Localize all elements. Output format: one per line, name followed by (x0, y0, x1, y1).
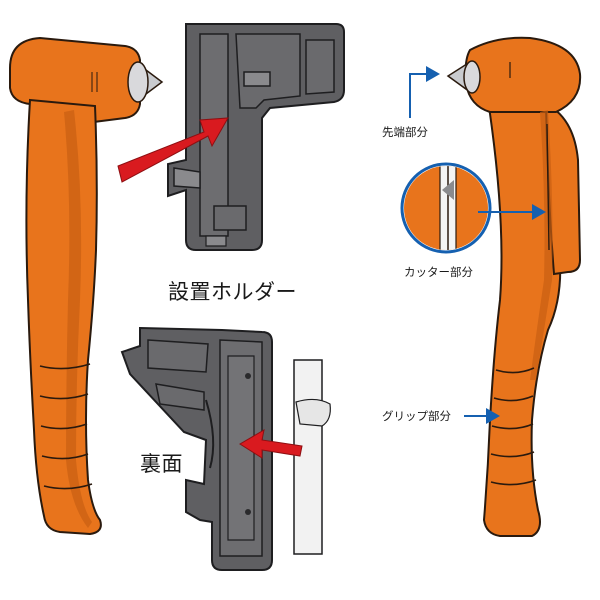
left-hammer-handle (25, 98, 102, 536)
cutter-label: カッター部分 (404, 265, 473, 279)
back-side-label: 裏面 (140, 452, 183, 476)
left-hammer-shade (64, 110, 92, 528)
callout-tip-line (409, 73, 428, 118)
callout-grip-arrowhead (486, 408, 500, 424)
cutter-zoom-callout (400, 162, 492, 254)
right-hammer-grip-ribs (490, 367, 537, 486)
blue-callout-arrows (409, 73, 536, 417)
callout-tip-arrowhead (426, 66, 440, 82)
adhesive-tape (293, 359, 331, 555)
holder-back (120, 326, 273, 571)
right-hammer-handle (482, 90, 562, 537)
grip-label: グリップ部分 (382, 409, 451, 423)
holder-label: 設置ホルダー (168, 280, 297, 304)
red-insert-arrow-top (117, 117, 229, 183)
callout-cutter-arrowhead (532, 204, 546, 220)
tip-label: 先端部分 (382, 125, 428, 139)
holder-front (167, 23, 345, 251)
left-hammer (9, 36, 164, 536)
red-insert-arrow-bottom (239, 429, 303, 459)
blue-callout-heads (426, 66, 546, 424)
right-hammer (446, 36, 582, 537)
left-hammer-grip-ribs (39, 363, 93, 490)
right-hammer-head (464, 36, 582, 113)
